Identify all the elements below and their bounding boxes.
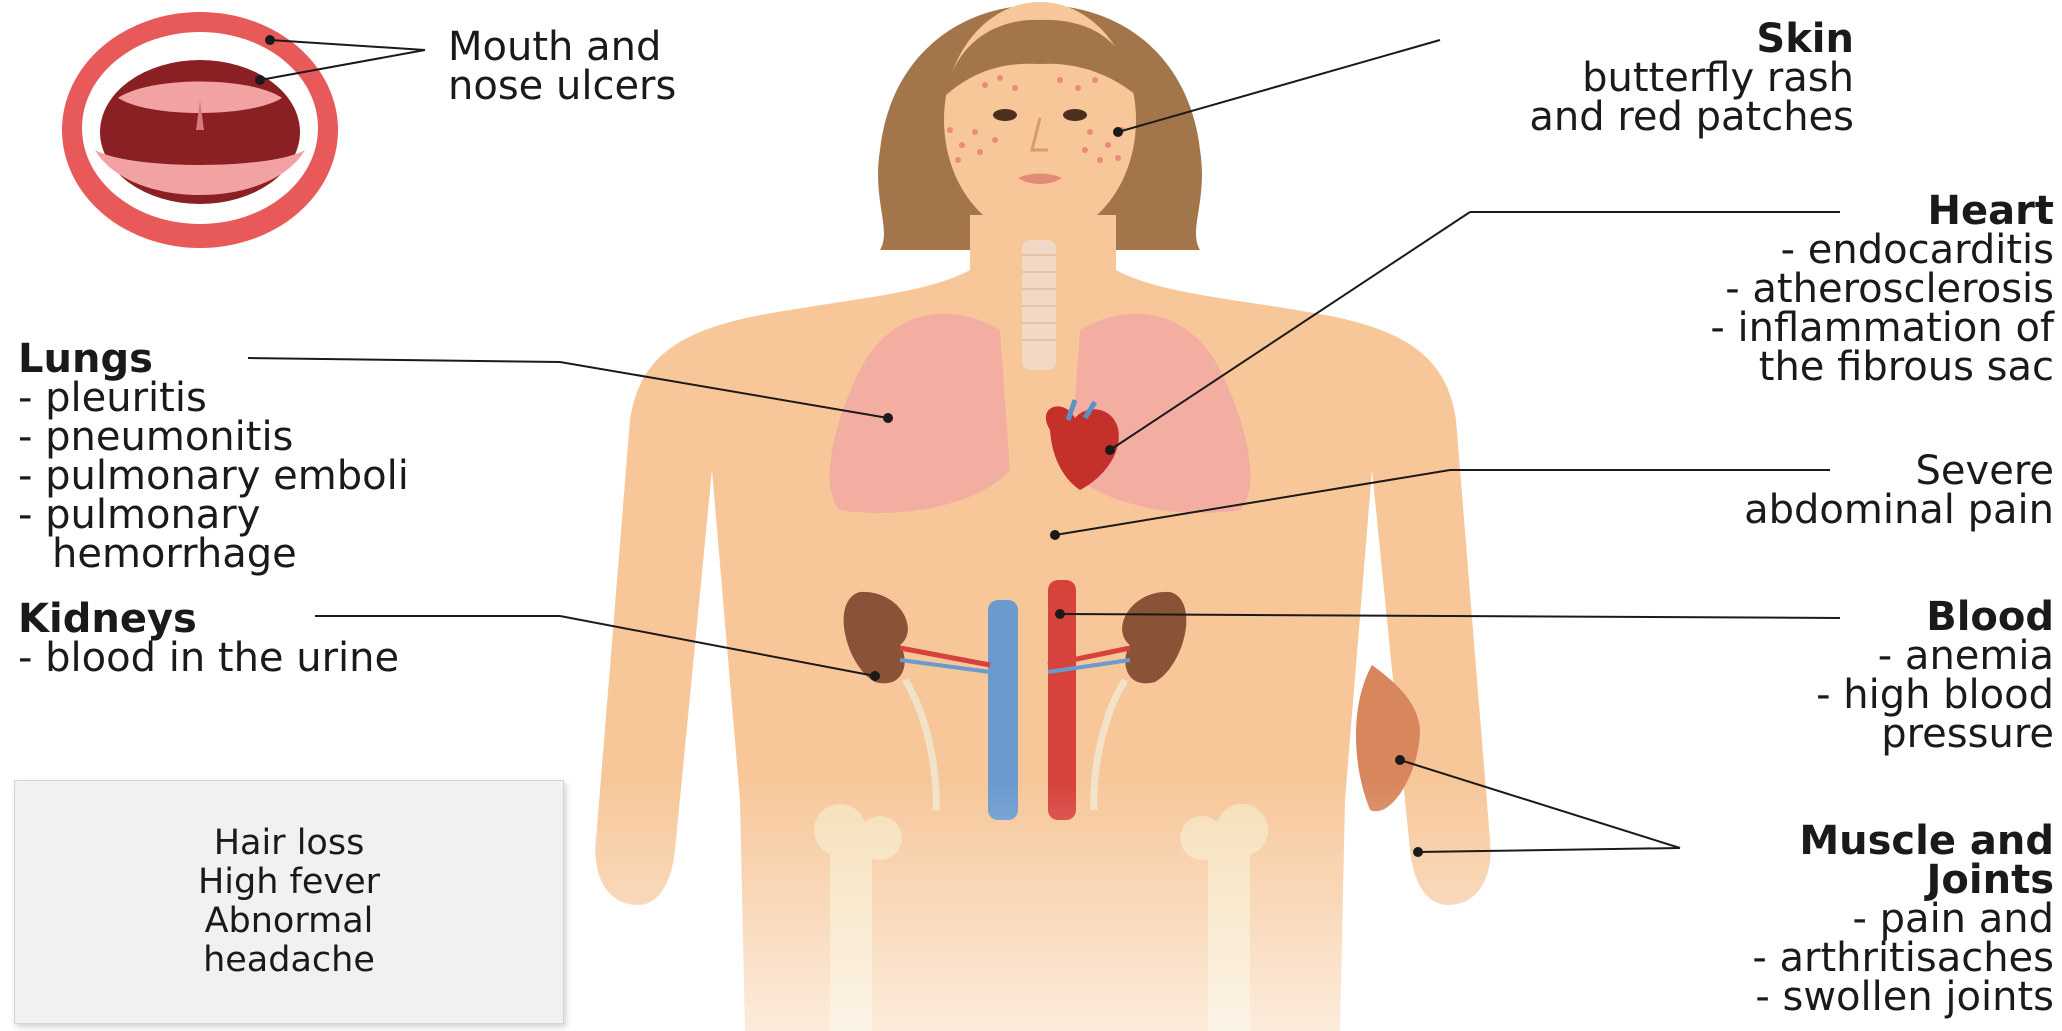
label-line: - swollen joints [1752, 978, 2054, 1017]
label-line: - arthritisaches [1752, 939, 2054, 978]
lungs-label: Lungs - pleuritis - pneumonitis - pulmon… [18, 340, 409, 574]
mouth-ulcers-label: Mouth and nose ulcers [448, 28, 676, 106]
label-line: butterfly rash [1529, 59, 1854, 98]
label-title: Kidneys [18, 600, 399, 639]
other-symptoms-box: Hair loss High fever Abnormal headache [14, 780, 564, 1024]
label-line: the fibrous sac [1710, 348, 2054, 387]
label-line: - inflammation of [1710, 309, 2054, 348]
label-line: - pain and [1752, 900, 2054, 939]
symptom-item: headache [203, 941, 375, 980]
kidneys-label: Kidneys - blood in the urine [18, 600, 399, 678]
label-line: Severe [1744, 452, 2054, 491]
left-eye [993, 109, 1017, 121]
muscle-joints-label: Muscle and Joints - pain and - arthritis… [1752, 822, 2054, 1017]
label-title: Heart [1710, 192, 2054, 231]
label-title: Blood [1816, 598, 2054, 637]
label-line: - pneumonitis [18, 418, 409, 457]
label-line: pressure [1816, 715, 2054, 754]
label-title: Joints [1752, 861, 2054, 900]
label-title: Skin [1529, 20, 1854, 59]
label-line: - high blood [1816, 676, 2054, 715]
label-line: Mouth and [448, 28, 676, 67]
right-eye [1063, 109, 1087, 121]
label-line: - blood in the urine [18, 639, 399, 678]
label-title: Lungs [18, 340, 409, 379]
label-line: - pulmonary [18, 496, 409, 535]
symptom-item: Hair loss [214, 824, 365, 863]
label-line: - pleuritis [18, 379, 409, 418]
abdominal-pain-label: Severe abdominal pain [1744, 452, 2054, 530]
label-line: - endocarditis [1710, 231, 2054, 270]
label-line: abdominal pain [1744, 491, 2054, 530]
symptom-item: Abnormal [205, 902, 374, 941]
blood-label: Blood - anemia - high blood pressure [1816, 598, 2054, 754]
label-line: nose ulcers [448, 67, 676, 106]
label-line: - atherosclerosis [1710, 270, 2054, 309]
heart-label: Heart - endocarditis - atherosclerosis -… [1710, 192, 2054, 387]
label-line: - anemia [1816, 637, 2054, 676]
mouth-illustration [62, 12, 338, 248]
symptom-item: High fever [198, 863, 380, 902]
label-line: hemorrhage [18, 535, 409, 574]
label-title: Muscle and [1752, 822, 2054, 861]
label-line: and red patches [1529, 98, 1854, 137]
label-line: - pulmonary emboli [18, 457, 409, 496]
skin-label: Skin butterfly rash and red patches [1529, 20, 1854, 137]
